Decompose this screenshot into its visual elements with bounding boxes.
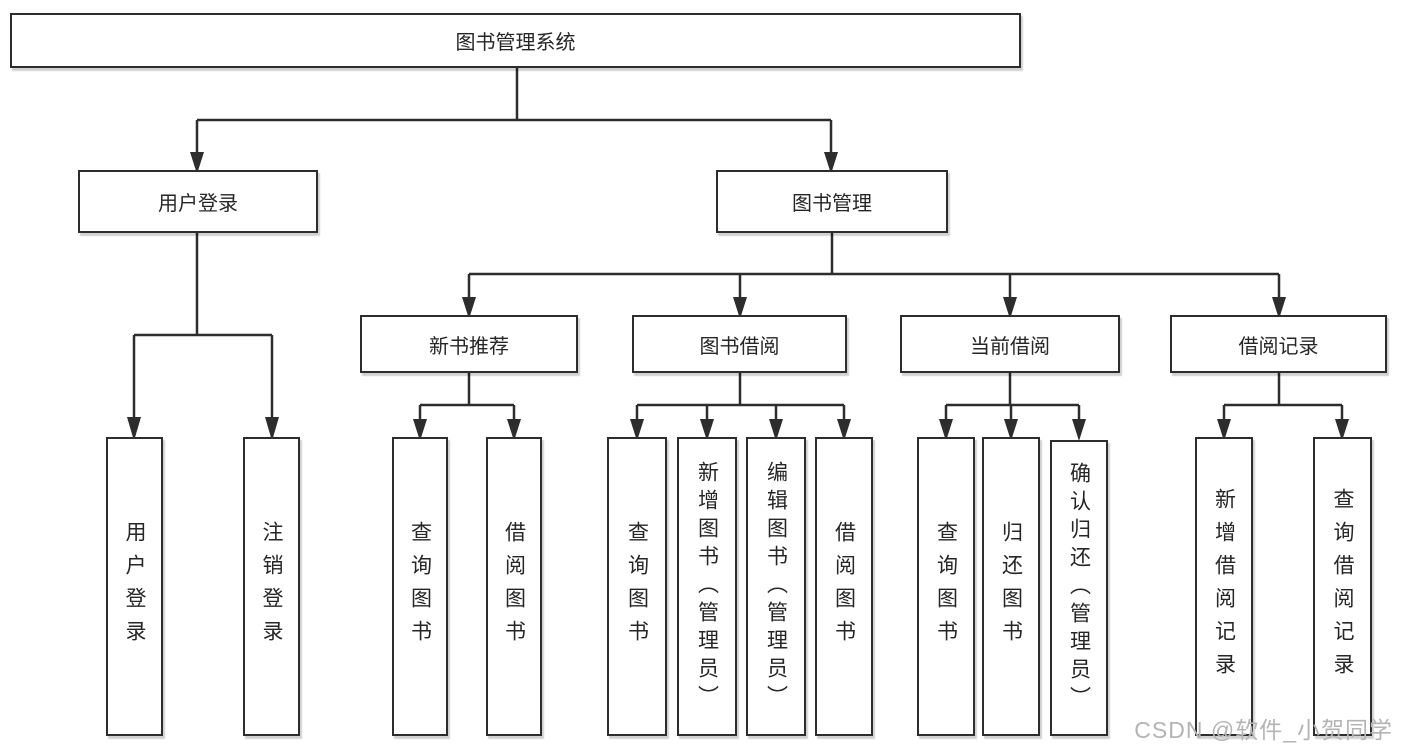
node-user-login-label: 用户登录 <box>158 193 238 215</box>
node-new-book-rec: 新书推荐 <box>360 315 578 373</box>
connector-borrow-records-to-leaves <box>1217 373 1349 441</box>
leaf-user-login-label: 用户登录 <box>123 520 146 653</box>
node-new-book-rec-label: 新书推荐 <box>429 335 509 358</box>
leaf-edit-book-label: 编辑图书（管理员） <box>764 460 788 713</box>
node-root: 图书管理系统 <box>10 13 1021 68</box>
connector-new-book-rec-to-leaves <box>413 373 521 441</box>
leaf-logout-label: 注销登录 <box>260 520 283 653</box>
leaf-borrow-book-b-label: 借阅图书 <box>832 520 856 653</box>
leaf-query-book-b-label: 查询图书 <box>625 520 649 653</box>
leaf-add-book-label: 新增图书（管理员） <box>695 460 719 713</box>
leaf-user-login: 用户登录 <box>106 437 163 736</box>
leaf-edit-book: 编辑图书（管理员） <box>746 437 806 736</box>
leaf-return-book: 归还图书 <box>982 437 1040 736</box>
leaf-add-record-label: 新增借阅记录 <box>1212 487 1236 686</box>
connector-book-mgmt-to-level3 <box>462 233 1286 319</box>
node-book-borrow-label: 图书借阅 <box>699 335 780 358</box>
leaf-confirm-return: 确认归还（管理员） <box>1050 440 1108 736</box>
leaf-query-record-label: 查询借阅记录 <box>1331 487 1354 686</box>
watermark: CSDN @软件_小贺同学 <box>1134 717 1393 743</box>
node-user-login: 用户登录 <box>78 170 318 233</box>
node-book-mgmt: 图书管理 <box>716 170 948 233</box>
leaf-borrow-book-a: 借阅图书 <box>486 437 542 736</box>
node-borrow-records-label: 借阅记录 <box>1238 335 1319 358</box>
connector-root-to-level2 <box>190 68 838 174</box>
connector-current-borrow-to-leaves <box>939 373 1086 441</box>
leaf-add-book: 新增图书（管理员） <box>677 437 737 736</box>
leaf-return-book-label: 归还图书 <box>999 520 1023 653</box>
node-borrow-records: 借阅记录 <box>1170 315 1387 373</box>
leaf-borrow-book-a-label: 借阅图书 <box>502 520 526 653</box>
leaf-confirm-return-label: 确认归还（管理员） <box>1067 462 1091 714</box>
node-current-borrow-label: 当前借阅 <box>970 335 1050 358</box>
leaf-query-record: 查询借阅记录 <box>1313 437 1372 736</box>
leaf-query-book-a: 查询图书 <box>392 437 448 736</box>
node-book-borrow: 图书借阅 <box>632 315 847 373</box>
leaf-borrow-book-b: 借阅图书 <box>815 437 873 736</box>
leaf-query-book-a-label: 查询图书 <box>408 520 432 653</box>
connector-user-login-to-leaves <box>127 233 279 441</box>
leaf-query-book-c-label: 查询图书 <box>934 520 958 653</box>
leaf-query-book-c: 查询图书 <box>917 437 975 736</box>
node-current-borrow: 当前借阅 <box>900 315 1120 373</box>
leaf-query-book-b: 查询图书 <box>607 437 667 736</box>
leaf-add-record: 新增借阅记录 <box>1195 437 1253 736</box>
connector-book-borrow-to-leaves <box>630 373 851 441</box>
node-root-label: 图书管理系统 <box>455 32 576 54</box>
leaf-logout: 注销登录 <box>243 437 300 736</box>
node-book-mgmt-label: 图书管理 <box>792 193 872 215</box>
